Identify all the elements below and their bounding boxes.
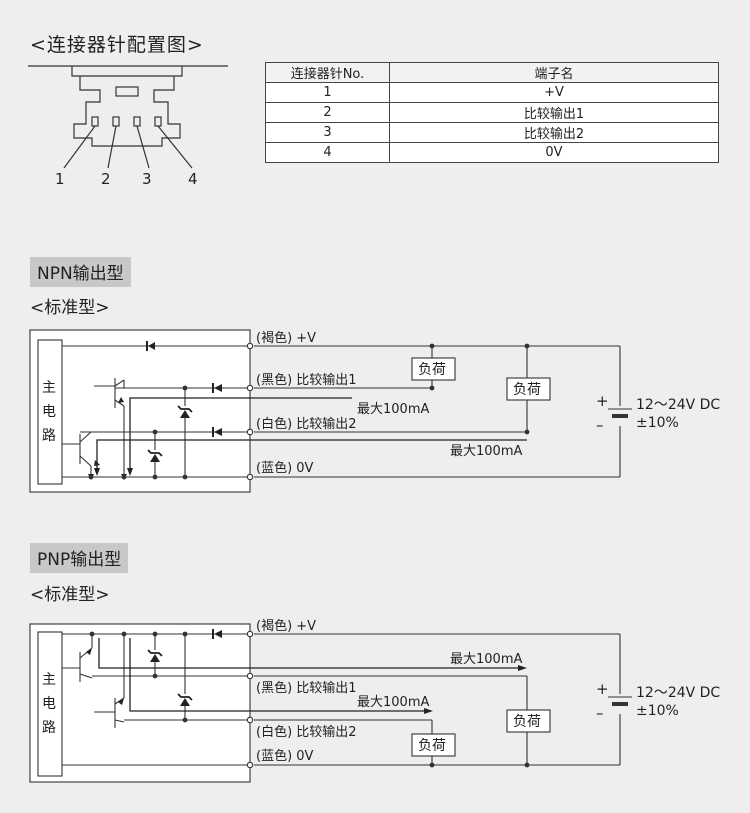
pnp-load-1-box <box>506 709 551 733</box>
table-cell: 比较输出2 <box>389 122 719 143</box>
table-cell: 3 <box>265 122 390 143</box>
pnp-wire-blue: (蓝色) 0V <box>256 748 314 764</box>
npn-subtitle: <标准型> <box>30 298 110 318</box>
npn-load-2-label: 负荷 <box>513 382 541 398</box>
table-header-terminal: 端子名 <box>389 62 719 83</box>
table-row: 2 比较输出1 <box>265 102 719 123</box>
connector-title: <连接器针配置图> <box>30 34 204 56</box>
pin-table: 连接器针No. 端子名 1 +V 2 比较输出1 3 比较输出2 4 0V <box>265 62 719 163</box>
pnp-main-circuit-1: 主 <box>42 672 56 688</box>
npn-wire-black: (黑色) 比较输出1 <box>256 372 357 388</box>
pnp-wire-black: (黑色) 比较输出1 <box>256 680 357 696</box>
npn-wire-white: (白色) 比较输出2 <box>256 416 357 432</box>
table-cell: 2 <box>265 102 390 123</box>
pnp-main-circuit-3: 路 <box>42 720 56 736</box>
pnp-max-current-2: 最大100mA <box>357 695 429 710</box>
pnp-load-2-label: 负荷 <box>418 738 446 754</box>
npn-supply-plus: + <box>596 392 609 410</box>
pnp-load-1-label: 负荷 <box>513 714 541 730</box>
npn-main-circuit-2: 电 <box>42 404 56 420</box>
pnp-circuit: 主 电 路 最大100mA 最大100mA (褐色) +V (黑色) 比较输出1… <box>29 618 720 783</box>
npn-load-2-box <box>506 377 551 401</box>
pnp-main-circuit-2: 电 <box>42 696 56 712</box>
table-cell: 1 <box>265 82 390 103</box>
table-cell: +V <box>389 82 719 103</box>
npn-wire-brown: (褐色) +V <box>256 330 316 346</box>
table-row: 1 +V <box>265 82 719 103</box>
pnp-supply-minus: – <box>596 704 604 722</box>
npn-main-circuit-1: 主 <box>42 380 56 396</box>
pin-label-4: 4 <box>188 170 198 188</box>
npn-section-label: NPN输出型 <box>30 257 131 287</box>
npn-wire-blue: (蓝色) 0V <box>256 460 314 476</box>
pnp-supply-voltage: 12～24V DC <box>636 685 720 701</box>
table-cell: 比较输出1 <box>389 102 719 123</box>
pnp-supply-tolerance: ±10% <box>636 703 679 719</box>
table-cell: 4 <box>265 142 390 163</box>
pin-label-3: 3 <box>142 170 152 188</box>
table-cell: 0V <box>389 142 719 163</box>
pnp-wire-brown: (褐色) +V <box>256 618 316 634</box>
table-row: 3 比较输出2 <box>265 122 719 143</box>
pnp-supply-plus: + <box>596 680 609 698</box>
npn-circuit: 主 电 路 最大100mA 最大100mA (褐色) +V (黑色) 比较输出1… <box>29 329 720 493</box>
npn-main-circuit-3: 路 <box>42 428 56 444</box>
npn-max-current-1: 最大100mA <box>357 402 429 417</box>
npn-load-1-label: 负荷 <box>418 362 446 378</box>
pnp-wire-white: (白色) 比较输出2 <box>256 724 357 740</box>
pnp-section-label: PNP输出型 <box>30 543 129 573</box>
table-header-row: 连接器针No. 端子名 <box>265 62 719 83</box>
pin-label-1: 1 <box>55 170 65 188</box>
connector-drawing: 1 2 3 4 <box>28 65 228 188</box>
npn-supply-voltage: 12～24V DC <box>636 397 720 413</box>
npn-supply-tolerance: ±10% <box>636 415 679 431</box>
pin-label-2: 2 <box>101 170 111 188</box>
npn-load-1-box <box>411 357 456 381</box>
npn-supply-minus: – <box>596 416 604 434</box>
pnp-subtitle: <标准型> <box>30 585 110 605</box>
pnp-load-2-box <box>411 733 456 757</box>
table-header-pin-no: 连接器针No. <box>265 62 390 83</box>
table-row: 4 0V <box>265 142 719 163</box>
pnp-max-current-1: 最大100mA <box>450 652 522 667</box>
npn-max-current-2: 最大100mA <box>450 444 522 459</box>
